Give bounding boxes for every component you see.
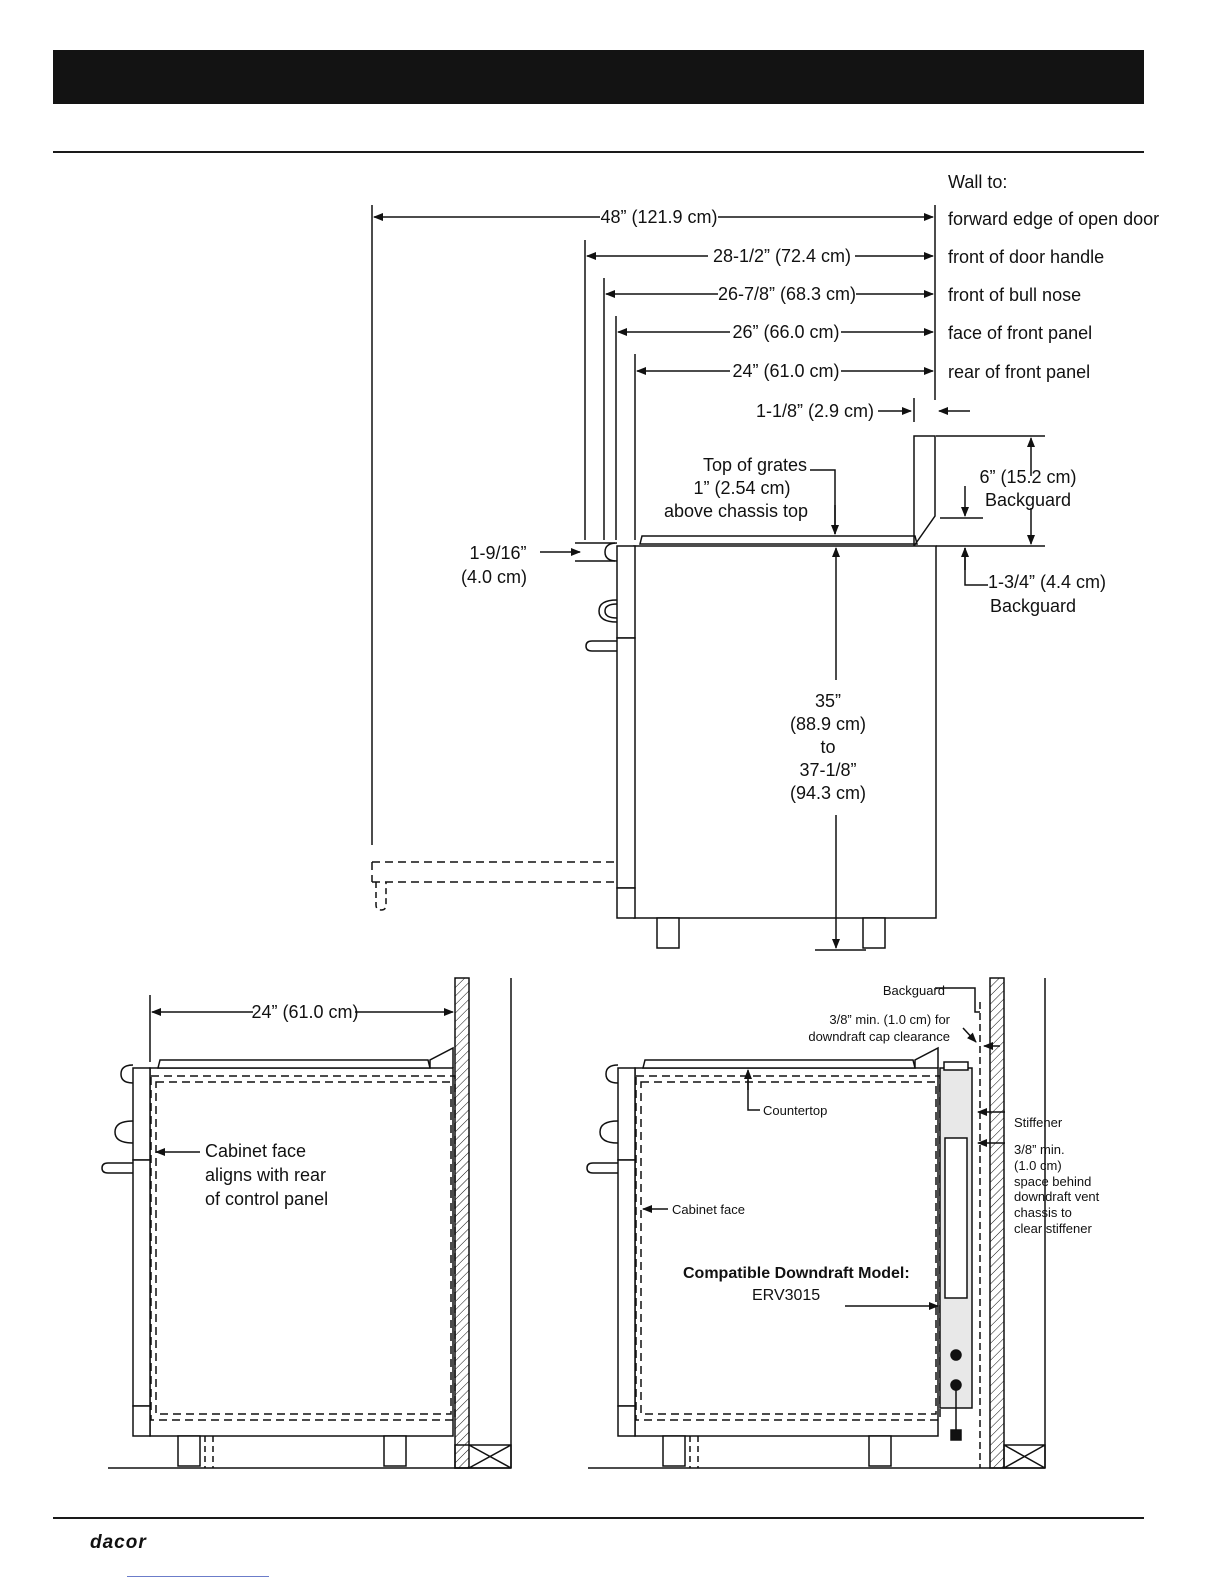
cabinet-face-note: aligns with rear — [205, 1165, 326, 1185]
grates-label: Top of grates — [703, 455, 807, 475]
left-depth-label: 24” (61.0 cm) — [251, 1002, 358, 1022]
footer-link-line — [127, 1576, 269, 1577]
cabinet-face-note: of control panel — [205, 1189, 328, 1209]
dim-26-7-8: 26-7/8” (68.3 cm) — [718, 284, 856, 304]
legend-item: face of front panel — [948, 323, 1092, 343]
wall-to-legend: Wall to: forward edge of open door front… — [948, 172, 1159, 382]
backguard-label: Backguard — [883, 983, 945, 998]
backguard-6-label: Backguard — [985, 490, 1071, 510]
clearance-label: downdraft cap clearance — [808, 1029, 950, 1044]
height-label: 37-1/8” — [799, 760, 856, 780]
dim-48: 48” (121.9 cm) — [600, 207, 717, 227]
space-label: 3/8” min. — [1014, 1142, 1065, 1157]
side-view — [371, 205, 1045, 951]
space-label: space behind — [1014, 1174, 1091, 1189]
legend-item: forward edge of open door — [948, 209, 1159, 229]
dim-1-9-16-cm: (4.0 cm) — [461, 567, 527, 587]
dim-24: 24” (61.0 cm) — [732, 361, 839, 381]
backguard-1-3-4-label: Backguard — [990, 596, 1076, 616]
legend-item: front of door handle — [948, 247, 1104, 267]
clearance-label: 3/8” min. (1.0 cm) for — [829, 1012, 950, 1027]
bottom-rule — [53, 1517, 1144, 1519]
space-label: downdraft vent — [1014, 1189, 1100, 1204]
cabinet-face-note: Cabinet face — [205, 1141, 306, 1161]
dacor-logo: dacor — [90, 1532, 147, 1553]
space-label: clear stiffener — [1014, 1221, 1092, 1236]
backguard-6-label: 6” (15.2 cm) — [979, 467, 1076, 487]
model-title: Compatible Downdraft Model: — [683, 1265, 910, 1282]
stiffener-label: Stiffener — [1014, 1115, 1063, 1130]
dim-1-9-16: 1-9/16” — [469, 543, 526, 563]
countertop-label: Countertop — [763, 1103, 827, 1118]
legend-item: rear of front panel — [948, 362, 1090, 382]
space-label: chassis to — [1014, 1205, 1072, 1220]
backguard-1-3-4-label: 1-3/4” (4.4 cm) — [988, 572, 1106, 592]
top-rule — [53, 151, 1144, 153]
legend-heading: Wall to: — [948, 172, 1007, 192]
height-label: (88.9 cm) — [790, 714, 866, 734]
height-label: 35” — [815, 691, 841, 711]
grates-label: above chassis top — [664, 501, 808, 521]
grates-label: 1” (2.54 cm) — [693, 478, 790, 498]
height-label: (94.3 cm) — [790, 783, 866, 803]
space-label: (1.0 cm) — [1014, 1158, 1062, 1173]
cabinet-view-right — [454, 977, 1046, 1469]
legend-item: front of bull nose — [948, 285, 1081, 305]
dim-28-1-2: 28-1/2” (72.4 cm) — [713, 246, 851, 266]
dim-26: 26” (66.0 cm) — [732, 322, 839, 342]
model-name: ERV3015 — [752, 1287, 820, 1304]
cabinet-view-left — [101, 977, 512, 1469]
cabinet-face-label: Cabinet face — [672, 1202, 745, 1217]
height-label: to — [820, 737, 835, 757]
dim-1-1-8: 1-1/8” (2.9 cm) — [756, 401, 874, 421]
header-bar — [53, 50, 1144, 104]
